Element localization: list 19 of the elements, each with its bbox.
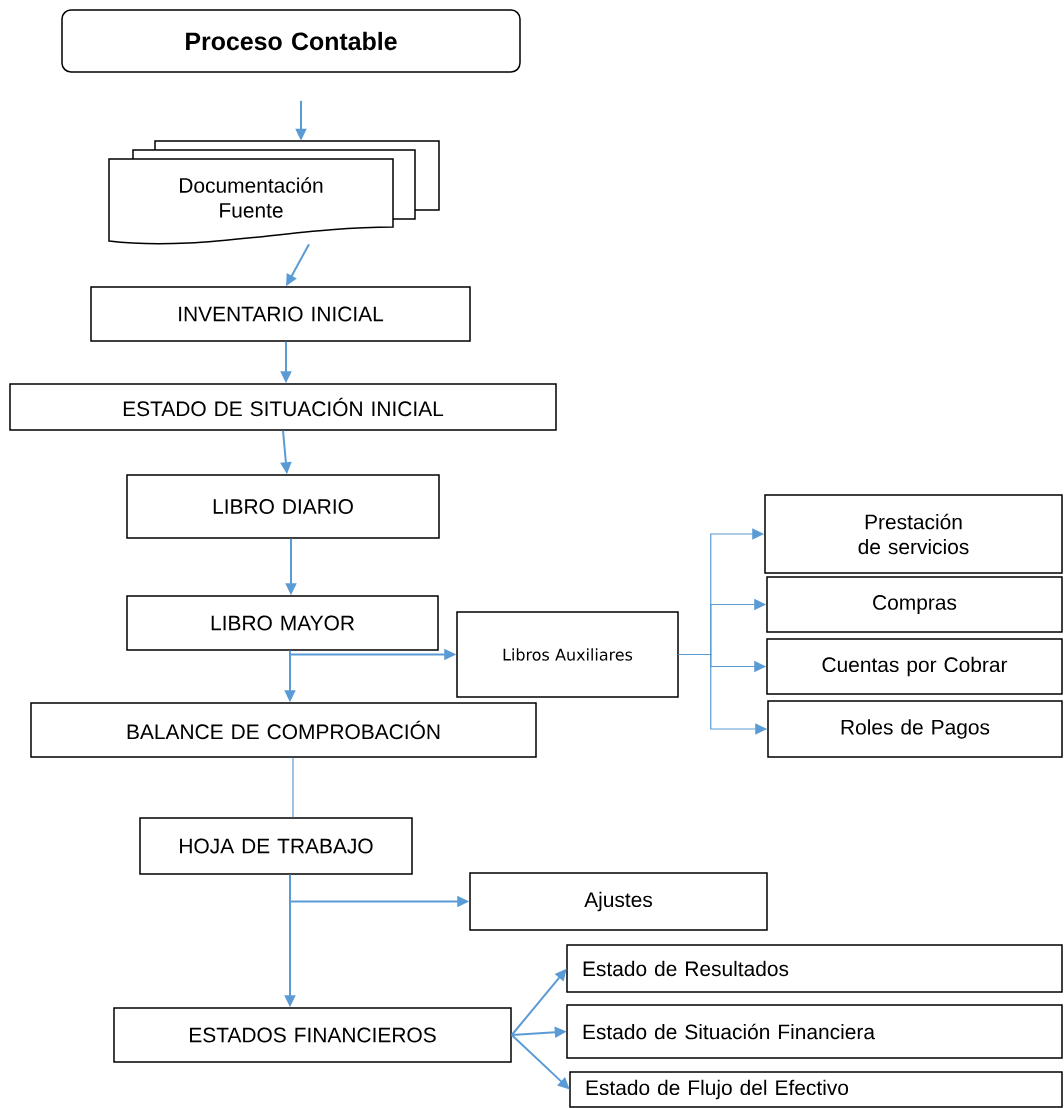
document-stack: Documentación Fuente bbox=[108, 140, 440, 245]
process-box: LIBRO MAYOR bbox=[126, 595, 439, 651]
process-box: Libros Auxiliares bbox=[456, 611, 679, 698]
process-box: BALANCE DE COMPROBACIÓN bbox=[30, 702, 537, 758]
process-box: LIBRO DIARIO bbox=[126, 474, 440, 539]
process-box: ESTADOS FINANCIEROS bbox=[113, 1007, 512, 1063]
process-box: HOJA DE TRABAJO bbox=[139, 817, 413, 875]
output-box: Estado de Situación Financiera bbox=[566, 1004, 1063, 1059]
output-box: Estado de Flujo del Efectivo bbox=[569, 1071, 1063, 1108]
title-box: Proceso Contable bbox=[61, 9, 521, 73]
process-box: Cuentas por Cobrar bbox=[766, 638, 1063, 695]
process-box: Prestación de servicios bbox=[764, 494, 1063, 574]
connector-line bbox=[292, 757, 294, 818]
process-box: Ajustes bbox=[469, 872, 768, 931]
process-box: Roles de Pagos bbox=[767, 700, 1063, 758]
process-box: ESTADO DE SITUACIÓN INICIAL bbox=[9, 383, 557, 431]
process-box: INVENTARIO INICIAL bbox=[90, 286, 471, 342]
process-box: Compras bbox=[766, 576, 1063, 633]
output-box: Estado de Resultados bbox=[566, 944, 1063, 993]
